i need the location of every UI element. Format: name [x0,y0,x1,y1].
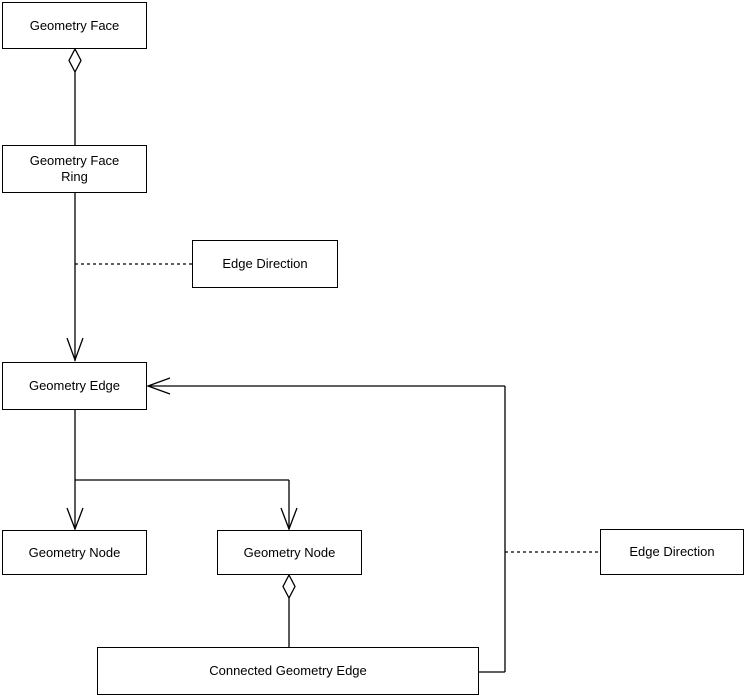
node-geometry-edge-label: Geometry Edge [28,378,121,393]
node-geometry-node-left[interactable]: Geometry Node [2,530,147,575]
node-edge-direction-top[interactable]: Edge Direction [192,240,338,288]
node-edge-direction-top-label: Edge Direction [222,256,308,271]
node-geometry-node-left-label: Geometry Node [28,544,121,560]
node-geometry-face-label: Geometry Face [29,17,120,33]
connector-node-to-connected-edge [282,573,296,647]
connector-edge-to-nodes [66,410,298,531]
node-geometry-node-right[interactable]: Geometry Node [217,530,362,575]
connector-facering-to-edge [66,193,84,362]
aggregation-diamond-icon [68,47,82,74]
open-arrow-icon [66,507,84,531]
connector-face-to-facering [68,47,82,145]
node-geometry-edge[interactable]: Geometry Edge [2,362,147,410]
node-geometry-node-right-label: Geometry Node [243,544,336,560]
open-arrow-icon [146,377,171,395]
node-geometry-face-ring[interactable]: Geometry Face Ring [2,145,147,193]
node-edge-direction-right-label: Edge Direction [629,544,715,559]
connector-connected-edge-to-geometry-edge [146,377,506,673]
node-geometry-face[interactable]: Geometry Face [2,2,147,49]
open-arrow-icon [66,337,84,362]
aggregation-diamond-icon [282,573,296,600]
node-geometry-face-ring-label: Geometry Face Ring [29,153,120,184]
node-connected-geometry-edge[interactable]: Connected Geometry Edge [97,647,479,695]
node-connected-geometry-edge-label: Connected Geometry Edge [209,663,367,678]
node-edge-direction-right[interactable]: Edge Direction [600,529,744,575]
open-arrow-icon [280,507,298,531]
